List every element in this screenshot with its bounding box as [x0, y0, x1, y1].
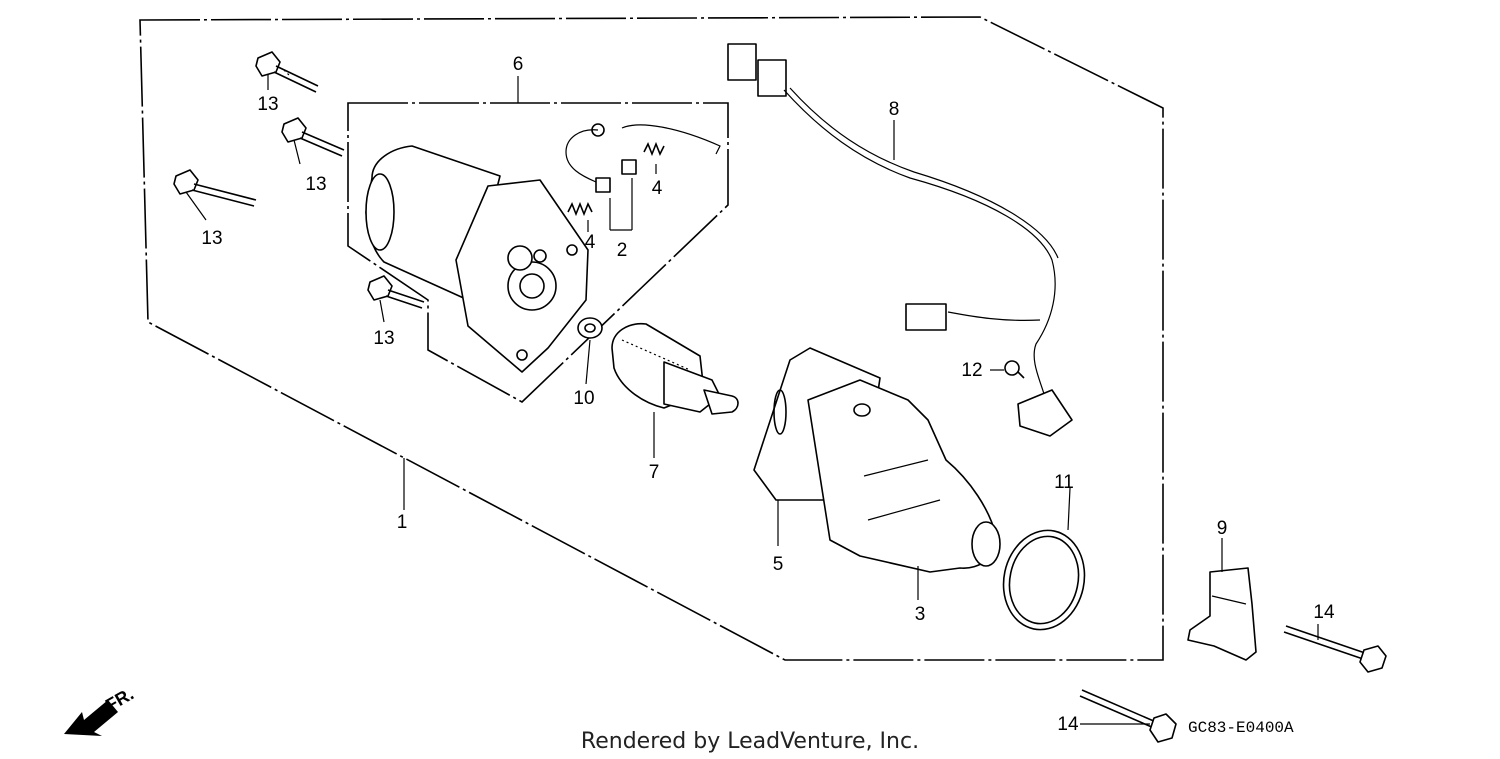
screw[interactable]	[1004, 360, 1025, 379]
washer[interactable]	[577, 317, 603, 339]
callout-5: 5	[773, 554, 784, 575]
callout-1: 1	[397, 512, 408, 533]
callout-12: 12	[961, 360, 982, 381]
brush-spring-left[interactable]	[567, 201, 593, 217]
callout-14-right: 14	[1313, 602, 1335, 623]
callout-9: 9	[1217, 518, 1228, 539]
diagram-code: GC83-E0400A	[1188, 719, 1294, 737]
leader-lines	[185, 74, 1319, 725]
bolt-14-bottom[interactable]	[1079, 689, 1177, 743]
o-ring[interactable]	[994, 523, 1093, 637]
callout-10: 10	[573, 388, 594, 409]
footer-credit: Rendered by LeadVenture, Inc.	[581, 729, 919, 754]
callout-4-left: 4	[585, 232, 596, 253]
bolt-13-lower[interactable]	[367, 275, 425, 309]
callout-3: 3	[915, 604, 926, 625]
callout-13-lower: 13	[373, 328, 394, 349]
bolt-13-top[interactable]	[255, 51, 319, 93]
starter-housing[interactable]	[753, 347, 1001, 573]
bolt-13-second[interactable]	[281, 117, 345, 157]
callout-14-bottom: 14	[1057, 714, 1079, 735]
bolt-14-right[interactable]	[1283, 625, 1387, 673]
bolt-13-third[interactable]	[173, 169, 257, 207]
wire-harness[interactable]	[727, 43, 1073, 437]
assembly-outline	[139, 16, 1164, 661]
callout-4-right: 4	[652, 178, 663, 199]
brush-set[interactable]	[565, 123, 721, 231]
callout-11: 11	[1054, 472, 1074, 493]
callout-13-second: 13	[305, 174, 326, 195]
starter-drive[interactable]	[611, 323, 739, 415]
callout-6: 6	[513, 54, 524, 75]
callout-2: 2	[617, 240, 628, 261]
motor-subassembly-outline	[347, 102, 729, 403]
callout-13-top: 13	[257, 94, 278, 115]
callout-13-third: 13	[201, 228, 222, 249]
front-arrow-icon	[64, 700, 118, 736]
callout-8: 8	[889, 99, 900, 120]
bracket[interactable]	[1187, 567, 1257, 661]
callout-7: 7	[649, 462, 660, 483]
brush-spring-right[interactable]	[643, 141, 665, 157]
starter-motor[interactable]	[365, 145, 589, 373]
